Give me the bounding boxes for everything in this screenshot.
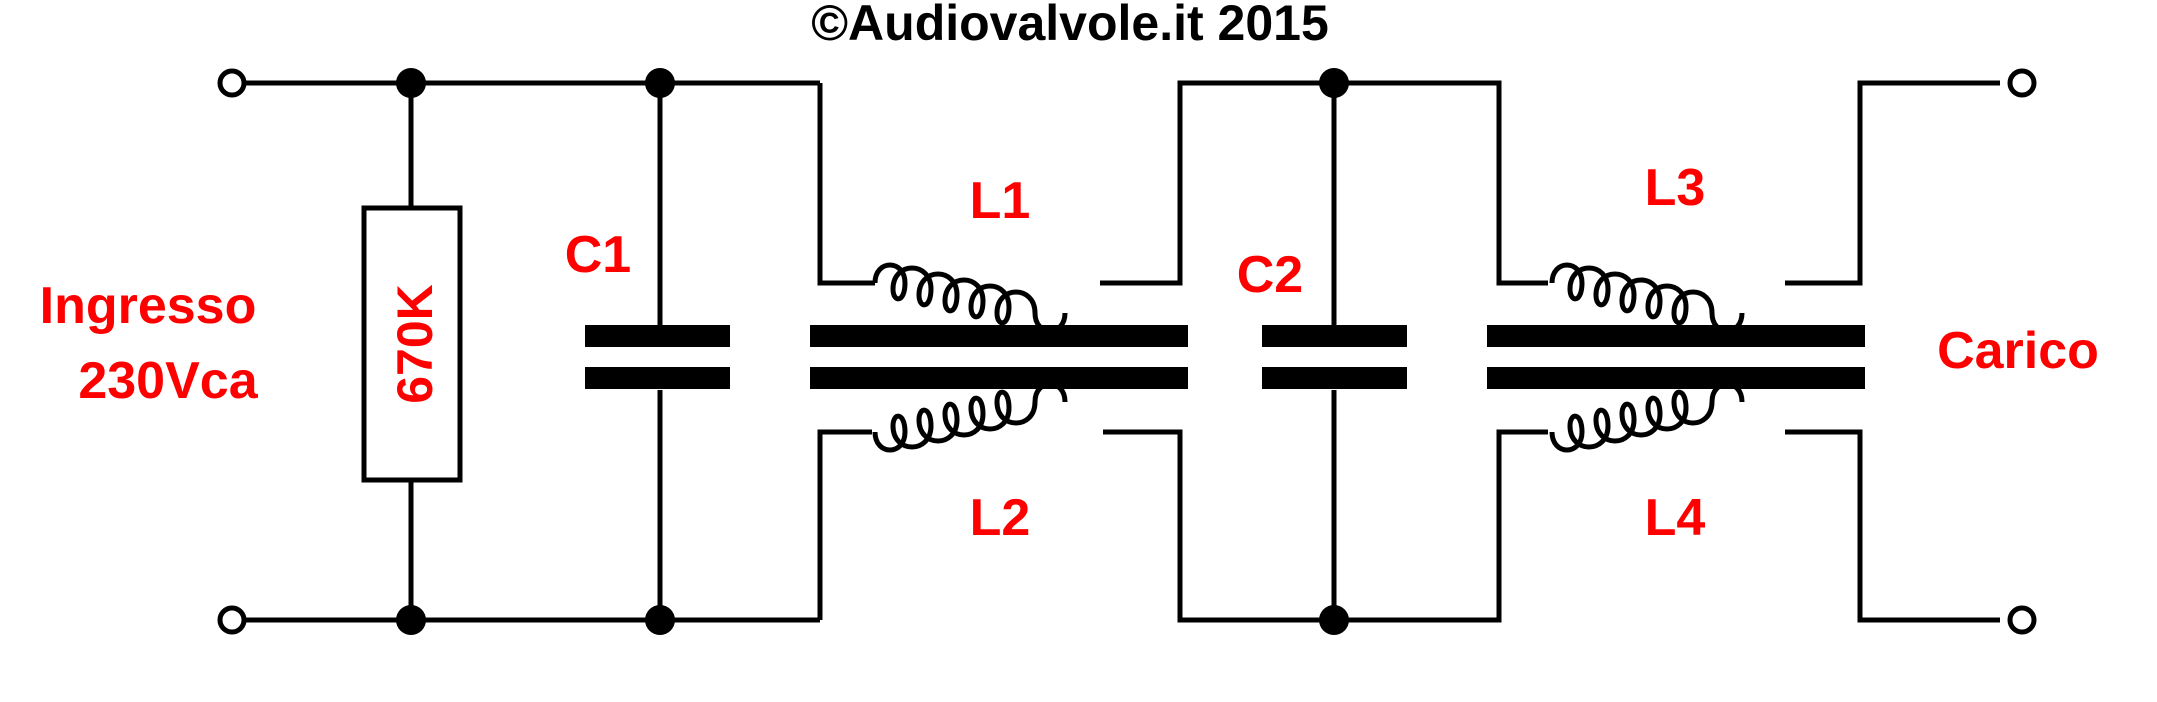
label-l1: L1 bbox=[970, 172, 1031, 230]
input-label-line2: 230Vca bbox=[78, 352, 258, 410]
output-terminal-top bbox=[2007, 68, 2037, 98]
label-l4: L4 bbox=[1645, 489, 1706, 547]
resistor: 670K bbox=[361, 205, 463, 483]
label-c1: C1 bbox=[565, 226, 631, 284]
inductor-l2 bbox=[875, 384, 1065, 450]
input-label-line1: Ingresso bbox=[40, 277, 257, 335]
resistor-label: 670K bbox=[387, 284, 443, 404]
choke-core-1 bbox=[810, 325, 1188, 389]
terminals bbox=[217, 68, 2037, 635]
capacitor-c1 bbox=[585, 325, 730, 389]
output-terminal-bottom bbox=[2007, 605, 2037, 635]
label-l2: L2 bbox=[970, 489, 1031, 547]
label-c2: C2 bbox=[1237, 246, 1303, 304]
diagram-title: ©Audiovalvole.it 2015 bbox=[811, 0, 1329, 51]
label-l3: L3 bbox=[1645, 159, 1706, 217]
inductor-l1 bbox=[872, 265, 1103, 331]
capacitor-c2 bbox=[1262, 325, 1407, 389]
inductor-l4 bbox=[1552, 384, 1742, 450]
inductor-l3 bbox=[1552, 265, 1742, 331]
input-terminal-top bbox=[217, 68, 247, 98]
wires bbox=[243, 80, 2000, 623]
junctions bbox=[396, 68, 1349, 635]
input-terminal-bottom bbox=[217, 605, 247, 635]
choke-core-2 bbox=[1487, 325, 1865, 389]
output-label: Carico bbox=[1937, 322, 2099, 380]
